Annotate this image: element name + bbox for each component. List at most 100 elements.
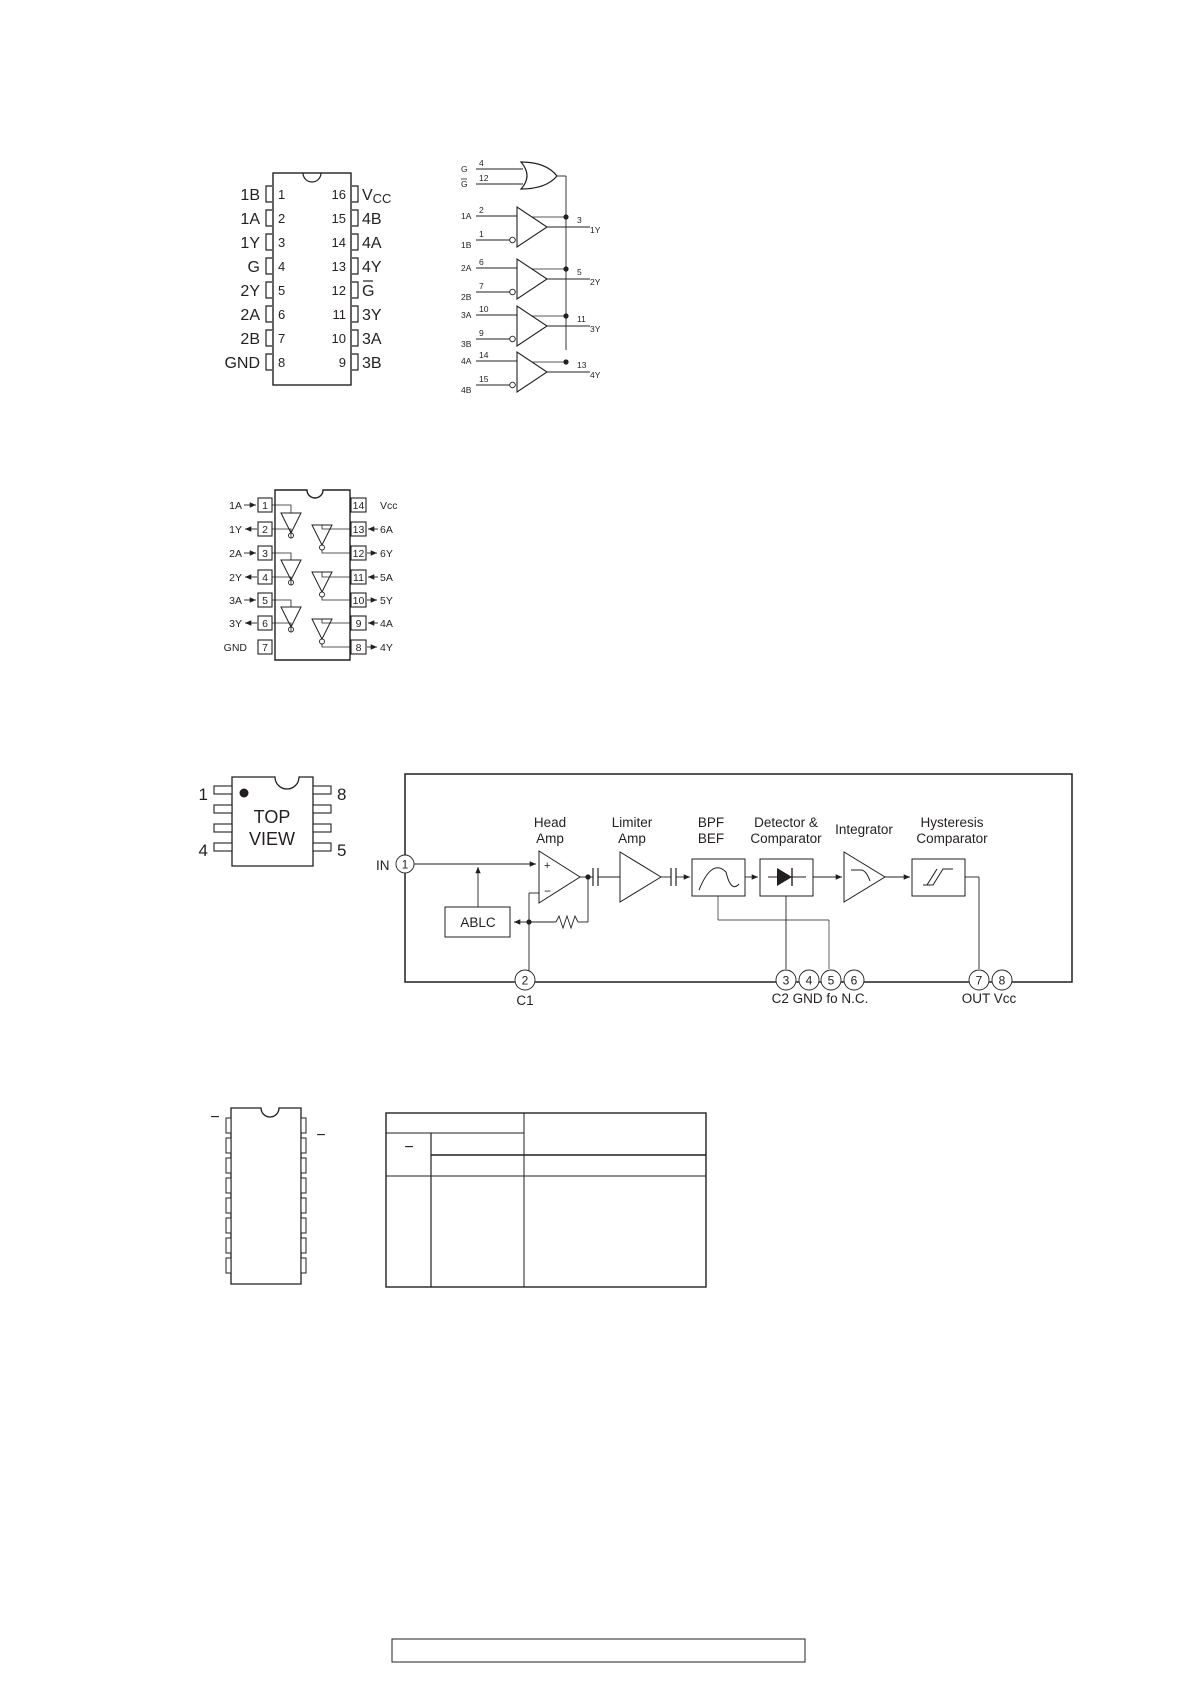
ic14-pin-label: 3A [229, 595, 242, 607]
inverter-gate [311, 524, 351, 554]
buffer-num-b: 7 [479, 281, 484, 291]
table-dash: − [404, 1139, 413, 1156]
ic16-pin-number: 1 [278, 187, 285, 202]
ic14-pin-box [350, 497, 367, 513]
ic14-pin-label: 5Y [380, 595, 393, 607]
ic14-pin-number: 10 [353, 595, 365, 607]
buffer-triangle [516, 304, 548, 348]
ic16-pin-number: 16 [332, 187, 346, 202]
ic16-pin-label: 4Y [362, 259, 382, 276]
ic8-body [231, 776, 314, 867]
limiter-amp-label-1: Limiter [612, 815, 653, 830]
buffer-num-a: 2 [479, 205, 484, 215]
head-amp-symbol [538, 850, 581, 904]
junction-dot [563, 313, 569, 319]
ic-8pin-top-view: TOP VIEW 1 8 4 5 [199, 776, 346, 867]
buffer-output-number: 3 [577, 215, 582, 225]
pin-number: 4 [806, 974, 813, 988]
ic14-pin-label: Vcc [380, 500, 398, 512]
pin-circle [775, 969, 797, 991]
buffer-num-b: 1 [479, 229, 484, 239]
buffer-input-b: 2B [461, 292, 472, 302]
pin-in-number: 1 [402, 858, 409, 872]
ic16-pin-number: 4 [278, 259, 285, 274]
buffer-output-label: 2Y [590, 277, 601, 287]
ic16-pin-label: 2A [240, 307, 260, 324]
ic14-pin-label: GND [224, 642, 248, 654]
pin-circle [798, 969, 820, 991]
detector-label-2: Comparator [750, 831, 822, 846]
ic16-left-pin-bracket [265, 353, 272, 371]
buffer-triangle [516, 205, 548, 249]
ic14-pin-label: 1A [229, 500, 242, 512]
buffer-num-a: 14 [479, 350, 489, 360]
buffer-output-label: 1Y [590, 225, 601, 235]
ic16-left-pin-bracket [265, 257, 272, 275]
or-input-number: 4 [479, 158, 484, 168]
limiter-amp-label-2: Amp [618, 831, 646, 846]
ic16b-lead-right [300, 1157, 307, 1174]
pin-number: 6 [851, 974, 858, 988]
ic16-pin-label: 4B [362, 211, 382, 228]
inverter-gate [272, 504, 302, 539]
ic14-pin-number: 5 [262, 595, 268, 607]
ic16-left-pin-bracket [265, 209, 272, 227]
ic16-pin-number: 14 [332, 235, 346, 250]
inverter-gate [272, 552, 302, 586]
buffer-gates: 1A21B131Y2A62B752Y3A103B9113Y4A144B15134… [461, 205, 601, 395]
ic16b-lead-right [300, 1117, 307, 1134]
or-input-number: 12 [479, 173, 489, 183]
ic16b-lead-left [225, 1197, 232, 1214]
pin-number: 5 [828, 974, 835, 988]
ic16-pin-label: 2B [240, 331, 260, 348]
ic14-inverters [272, 504, 351, 648]
ic14-pin-number: 11 [353, 572, 364, 584]
ic14-body [274, 489, 351, 661]
ic14-pin-number: 6 [262, 618, 268, 630]
head-amp-label-2: Amp [536, 831, 564, 846]
head-amp-plus: + [544, 860, 550, 872]
pin-number: 3 [783, 974, 790, 988]
ic14-pin-label: 6A [380, 524, 393, 536]
ic14-pin-number: 9 [356, 618, 362, 630]
buffer-input-b: 1B [461, 240, 472, 250]
ic14-pin-label: 4A [380, 618, 393, 630]
limiter-amp-symbol [619, 851, 662, 903]
pin-circle [991, 969, 1013, 991]
ic16-pin-number: 8 [278, 355, 285, 370]
ic16b-dash-left: − [210, 1109, 219, 1126]
pins-3-6-label: C2 GND fo N.C. [772, 991, 869, 1006]
ic8-lead-left [213, 842, 233, 852]
ic16b-lead-left [225, 1157, 232, 1174]
ic14-pin-label: 2Y [229, 572, 242, 584]
ic16-pin-number: 15 [332, 211, 346, 226]
feedback-resistor [555, 914, 579, 930]
truth-table-frame: − [385, 1112, 707, 1288]
ic16-pin-label: 3A [362, 331, 382, 348]
buffer-input-a: 2A [461, 263, 472, 273]
ic14-pin-number: 3 [262, 548, 268, 560]
footer-box [391, 1638, 806, 1663]
integrator-symbol [843, 851, 886, 903]
ic16b-lead-right [300, 1177, 307, 1194]
pin1-dot [239, 788, 249, 798]
ic16-pin-label: G [248, 259, 260, 276]
ic8-pin8-label: 8 [337, 785, 346, 804]
ic8-lead-right [312, 785, 332, 795]
ic8-pin5-label: 5 [337, 841, 346, 860]
c1-label: C1 [516, 993, 533, 1008]
ic16-right-pin-bracket [352, 209, 359, 227]
inverter-gate [311, 618, 351, 648]
ic16-pin-number: 3 [278, 235, 285, 250]
ic16-pin-number: 11 [333, 307, 347, 322]
ic16-pin-number: 6 [278, 307, 285, 322]
buffer-num-a: 6 [479, 257, 484, 267]
detector-label-1: Detector & [754, 815, 818, 830]
ic14-pin-number: 4 [262, 572, 268, 584]
